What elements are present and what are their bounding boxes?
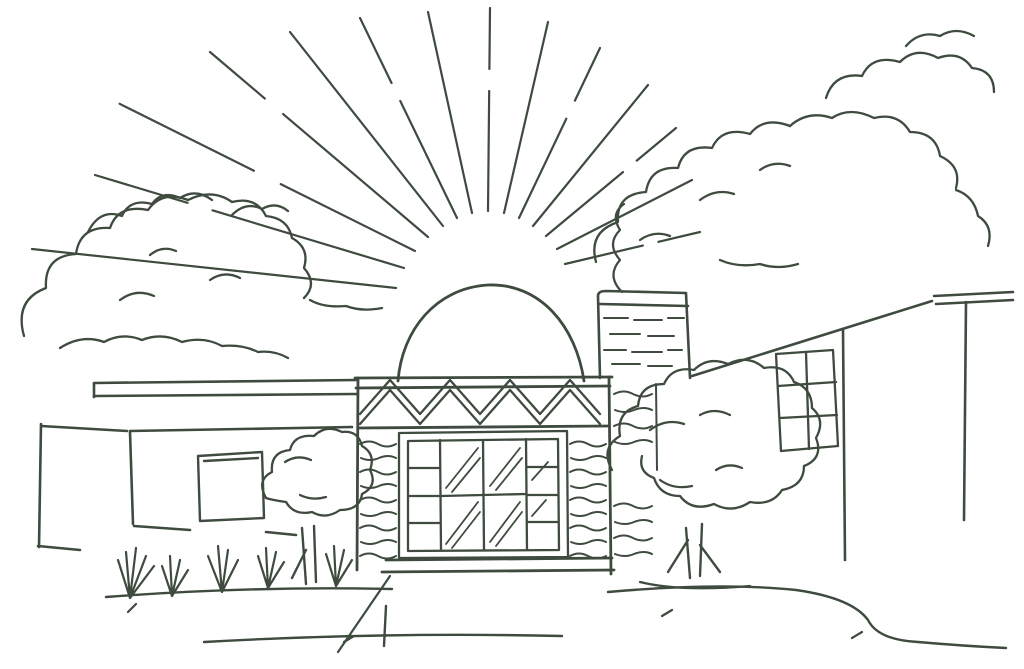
right-wing	[690, 290, 1015, 562]
left-bush	[261, 427, 374, 586]
chimney	[596, 289, 692, 380]
right-tree-trunk	[666, 522, 722, 580]
sun-dome	[396, 283, 586, 383]
glass-entry-grid	[397, 429, 570, 560]
entry-pavilion	[353, 375, 616, 576]
walkway-edge	[336, 574, 392, 654]
stone-pillar-left	[359, 440, 397, 560]
chevron-frieze	[358, 378, 602, 426]
right-side-window	[774, 348, 840, 453]
stone-pillar-right	[569, 440, 607, 560]
chimney-brick-dashes	[603, 317, 685, 367]
sketch-ink-group	[20, 6, 1015, 654]
chimney-smoke-squiggle	[611, 202, 626, 294]
sun-rays	[30, 6, 702, 290]
left-bush-trunk	[290, 524, 318, 586]
house-left-wing	[36, 378, 358, 552]
left-cloud	[20, 192, 384, 360]
chimney-breast-stones	[613, 383, 658, 557]
grass-clumps	[116, 544, 864, 644]
ground-lines	[104, 585, 1008, 650]
right-cloud	[593, 29, 996, 269]
left-wing-window	[196, 450, 266, 523]
